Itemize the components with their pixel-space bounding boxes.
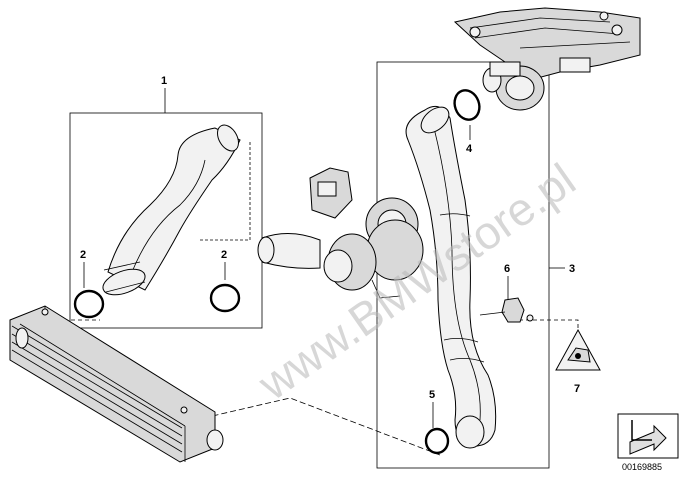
- warning-label: [555, 328, 601, 371]
- leader-lines: [57, 88, 579, 456]
- callout-7: 7: [574, 383, 580, 395]
- gasket-2a: [73, 289, 105, 319]
- callout-3: 3: [569, 263, 575, 275]
- gasket-2b: [209, 283, 241, 313]
- gasket-4: [453, 89, 481, 121]
- intake-manifold: [453, 7, 641, 81]
- callout-1: 1: [161, 75, 167, 87]
- view-direction-box: [617, 413, 679, 459]
- turbocharger: [257, 167, 424, 299]
- group-frame-1: [69, 112, 263, 329]
- pressure-sensor: [479, 297, 534, 323]
- throttle-body: [482, 61, 545, 111]
- charge-pipe-3: [405, 105, 497, 449]
- callout-2a: 2: [80, 249, 86, 261]
- callout-2b: 2: [221, 249, 227, 261]
- watermark: www.BMWstore.pl: [248, 153, 584, 410]
- callout-6: 6: [504, 263, 510, 275]
- intercooler: [9, 305, 224, 463]
- charge-pipe-1: [102, 124, 241, 296]
- callout-4: 4: [466, 143, 473, 155]
- document-number: 00169885: [622, 462, 662, 472]
- gasket-5: [424, 427, 450, 455]
- callout-5: 5: [429, 389, 435, 401]
- arrow-icon: [631, 420, 652, 441]
